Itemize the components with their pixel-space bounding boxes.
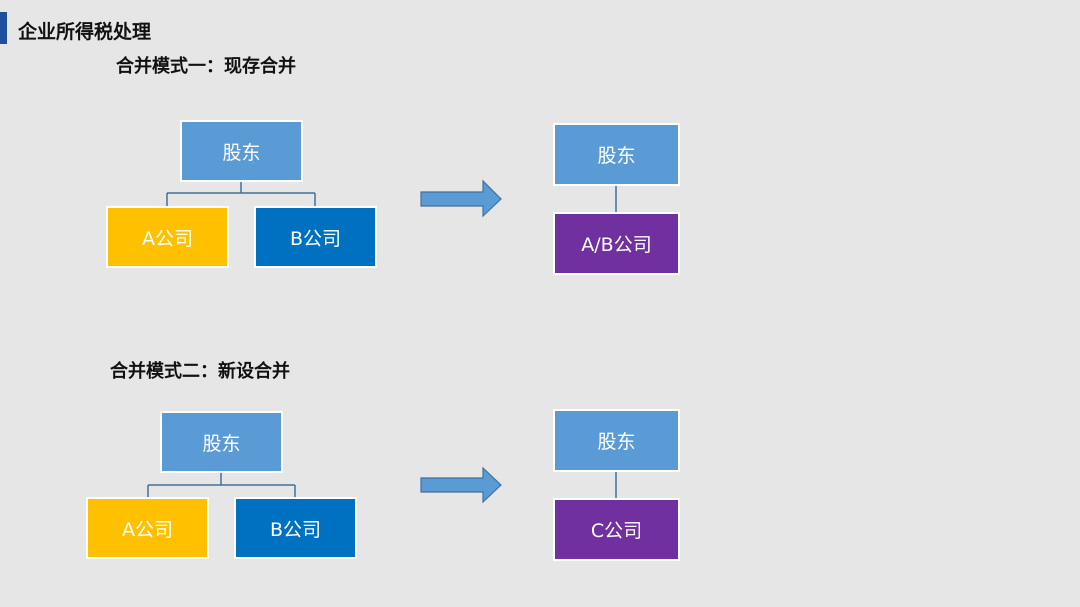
mode2-company-a-box: A公司 (86, 497, 209, 559)
mode2-company-b-box: B公司 (234, 497, 357, 559)
mode1-merged-company-box: A/B公司 (553, 212, 680, 275)
mode1-title: 合并模式一：现存合并 (116, 56, 296, 77)
mode2-after-shareholder-box: 股东 (553, 409, 680, 472)
mode2-title: 合并模式二：新设合并 (110, 361, 290, 382)
mode1-arrow-icon (420, 179, 502, 218)
mode1-shareholder-box: 股东 (180, 120, 303, 182)
mode1-tree-connector (166, 181, 316, 207)
mode2-arrow-icon (420, 466, 502, 504)
mode2-merged-company-box: C公司 (553, 498, 680, 561)
title-accent-bar (0, 12, 7, 44)
mode1-company-b-box: B公司 (254, 206, 377, 268)
page-title: 企业所得税处理 (18, 21, 152, 43)
mode1-after-shareholder-box: 股东 (553, 123, 680, 186)
mode2-tree-connector (147, 472, 296, 498)
mode1-company-a-box: A公司 (106, 206, 229, 268)
mode2-shareholder-box: 股东 (160, 411, 283, 473)
